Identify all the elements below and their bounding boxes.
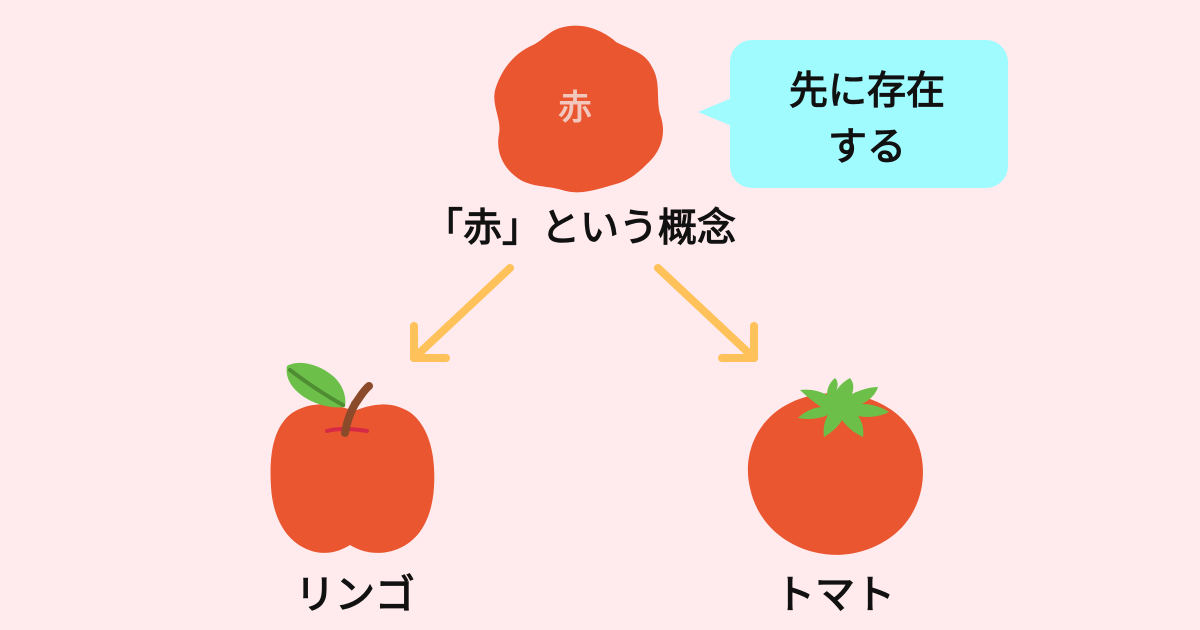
apple-icon [270, 362, 435, 553]
speech-bubble [698, 40, 1008, 188]
concept-caption: 「赤」という概念 [423, 206, 736, 251]
speech-bubble-text: 先に存在 する [788, 69, 945, 170]
tomato-label: トマト [775, 572, 895, 618]
apple-label: リンゴ [295, 572, 415, 618]
arrow-to-tomato [654, 264, 758, 362]
arrow-to-apple [410, 264, 514, 362]
tomato-icon [747, 378, 923, 555]
red-concept-blob [494, 25, 664, 193]
red-concept-label: 赤 [558, 88, 592, 128]
